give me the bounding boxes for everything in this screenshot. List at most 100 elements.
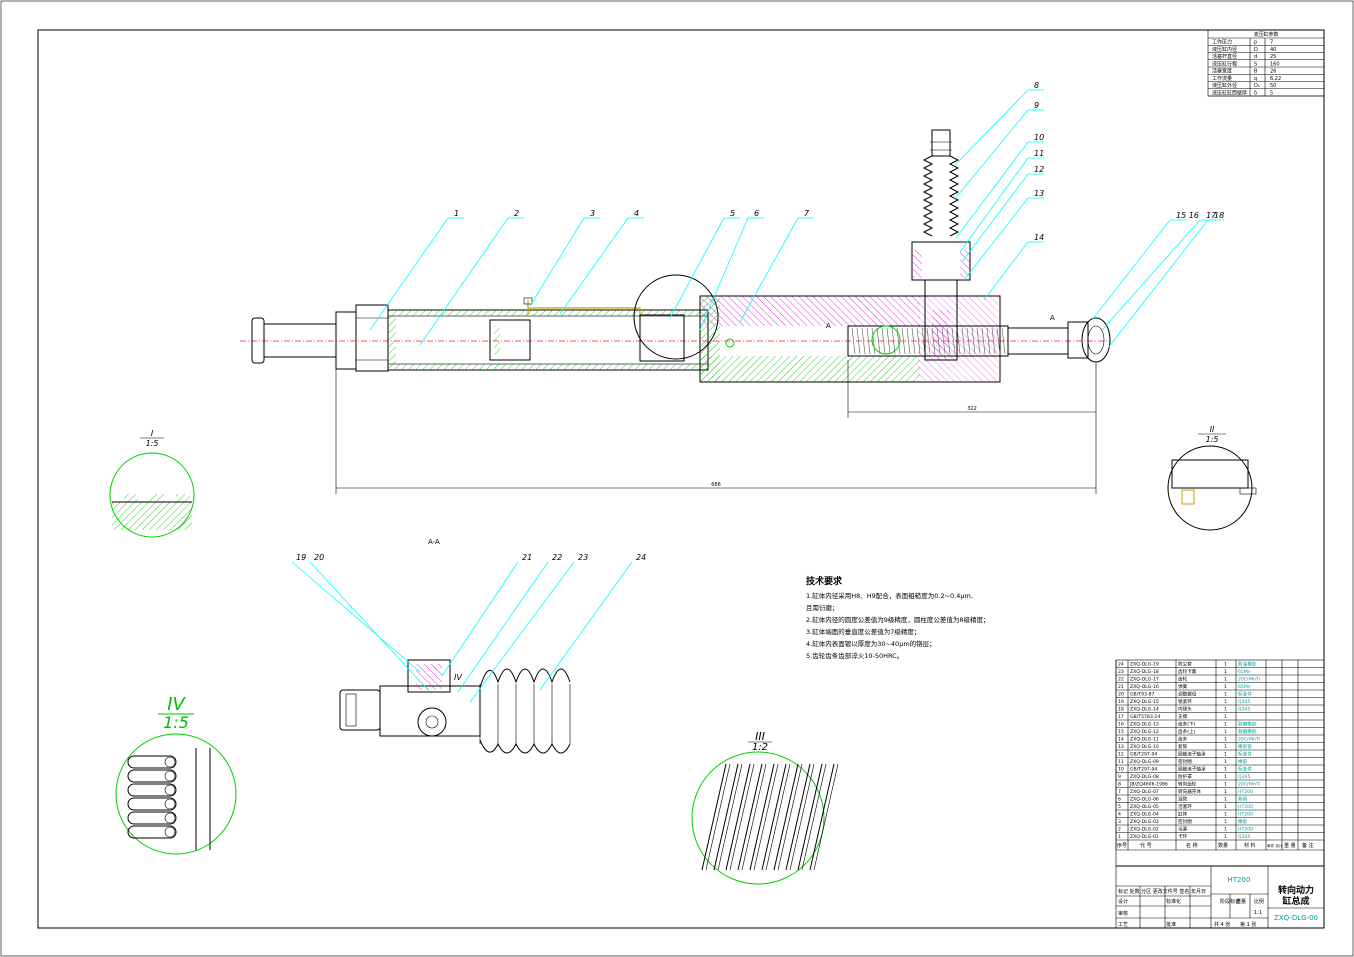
bom-no: 22 — [1118, 677, 1124, 683]
bom-code: ZXQ-DLG-17 — [1130, 677, 1159, 683]
balloon-label: 7 — [804, 209, 810, 218]
bom-name: 防尘套 — [1178, 661, 1192, 668]
bom-code: ZXQ-DLG-07 — [1130, 789, 1159, 795]
bom-code: ZXQ-DLG-01 — [1130, 834, 1159, 840]
title-material: HT200 — [1228, 876, 1251, 884]
bom-qty: 1 — [1224, 714, 1227, 720]
section-balloon-label: 22 — [552, 553, 562, 562]
bom-name: 套筒 — [1178, 743, 1188, 750]
balloon-label: 4 — [634, 209, 639, 218]
balloon-label: 18 — [1214, 211, 1224, 220]
bom-no: 20 — [1118, 692, 1124, 698]
balloon-label: 1 — [454, 209, 459, 218]
bom-header-name: 名 称 — [1186, 842, 1198, 849]
bom-name: 活塞 — [1178, 826, 1188, 833]
bom-header-note: 备 注 — [1302, 842, 1314, 849]
bom-code: GB/T297-94 — [1130, 752, 1157, 758]
bom-code: JB/ZQ4606-1986 — [1129, 782, 1168, 788]
bom-mat: HT200 — [1238, 804, 1253, 810]
bom-no: 18 — [1118, 707, 1124, 713]
bom-no: 1 — [1118, 834, 1121, 840]
bom-mat: 橡胶 — [1238, 758, 1248, 765]
bom-qty: 1 — [1224, 692, 1227, 698]
bom-name: 密封圈 — [1178, 758, 1192, 765]
bom-name: 活塞环 — [1178, 803, 1192, 810]
param-value: 6.22 — [1270, 76, 1281, 82]
tech-requirements: 技术要求 1.缸体内径采用H8、H9配合，表面粗糙度为0.2~0.4μm,且需衍… — [806, 575, 989, 660]
detail-ii-scale: 1:5 — [1206, 435, 1219, 444]
section-a-a: A-A IV — [339, 538, 571, 754]
param-value: 25 — [1270, 54, 1276, 60]
bom-code: ZXQ-DLG-12 — [1130, 729, 1159, 735]
tech-line: 1.缸体内径采用H8、H9配合，表面粗糙度为0.2~0.4μm, — [806, 591, 973, 600]
bom-code: ZXQ-DLG-15 — [1130, 699, 1159, 705]
param-symbol: δ — [1254, 90, 1257, 96]
bom-qty: 1 — [1224, 677, 1227, 683]
bom-qty: 1 — [1224, 722, 1227, 728]
param-symbol: q — [1254, 76, 1257, 82]
bom-mat: 20CrMnTi — [1238, 782, 1260, 788]
bom-no: 9 — [1118, 774, 1121, 780]
bom-header-weight2: 重 量 — [1284, 842, 1296, 849]
bom-code: ZXQ-DLG-16 — [1130, 684, 1159, 690]
param-symbol: p — [1254, 40, 1257, 46]
param-value: 50 — [1270, 83, 1276, 89]
bom-no: 12 — [1118, 752, 1124, 758]
bom-name: 齿轮 — [1178, 676, 1188, 683]
title-sheet-no: 第 1 张 — [1240, 921, 1256, 928]
bom-qty: 1 — [1224, 789, 1227, 795]
title-sheets: 共 4 张 — [1214, 921, 1230, 928]
bom-code: ZXQ-DLG-04 — [1130, 812, 1159, 818]
bom-no: 5 — [1118, 804, 1121, 810]
balloon-label: 3 — [590, 209, 595, 218]
bom-header-weight1: 单件 总计 — [1267, 843, 1283, 848]
bom-code: GB/T93-87 — [1130, 692, 1154, 698]
bom-qty: 1 — [1224, 827, 1227, 833]
bom-qty: 1 — [1224, 737, 1227, 743]
bom-name: 齿条 — [1178, 736, 1188, 743]
title-approve: 批准 — [1166, 921, 1176, 928]
param-name: 工作压力 — [1212, 39, 1232, 46]
bom-code: ZXQ-DLG-02 — [1130, 827, 1159, 833]
balloon-label: 8 — [1034, 81, 1039, 90]
section-marker-a-left: A — [826, 322, 831, 330]
bom-mat: 橡胶管 — [1238, 743, 1252, 750]
bom-no: 17 — [1118, 714, 1124, 720]
bom-name: 齿轮卡簧 — [1178, 668, 1197, 675]
bom-qty: 1 — [1224, 767, 1227, 773]
main-assembly-view: A A — [240, 129, 1111, 383]
title-std: 标准化 — [1166, 898, 1181, 905]
title-drawing-name-1: 转向动力 — [1278, 884, 1314, 896]
bom-header-mat: 材 料 — [1244, 842, 1256, 849]
bom-mat: Q345 — [1238, 707, 1250, 713]
dim-short: 322 — [967, 406, 977, 412]
bom-mat: Q345 — [1238, 834, 1250, 840]
balloon-label: 9 — [1034, 101, 1039, 110]
bom-mat: 紫铜 — [1238, 796, 1248, 803]
bom-qty: 1 — [1224, 729, 1227, 735]
bom-name: 转向器壳体 — [1178, 788, 1201, 795]
bom-qty: 1 — [1224, 812, 1227, 818]
detail-iii-num: III — [755, 730, 765, 743]
balloon-label: 6 — [754, 209, 759, 218]
bom-name: 锁紧环 — [1178, 698, 1192, 705]
bom-qty: 1 — [1224, 744, 1227, 750]
bom-qty: 1 — [1224, 707, 1227, 713]
param-value: 7 — [1270, 40, 1273, 46]
bom-qty: 1 — [1224, 819, 1227, 825]
bom-mat: 耐油橡胶 — [1238, 661, 1257, 668]
bom-no: 10 — [1118, 767, 1124, 773]
detail-ii: II 1:5 — [1167, 425, 1257, 531]
section-balloon-label: 19 — [296, 553, 306, 562]
bom-no: 6 — [1118, 797, 1121, 803]
bom-no: 3 — [1118, 819, 1121, 825]
bom-mat: 65Mn — [1238, 684, 1251, 690]
tech-line: 2.缸体内径的圆度公差值为9级精度，圆柱度公差值为8级精度； — [806, 615, 989, 624]
title-check: 审核 — [1118, 910, 1128, 917]
param-value: 160 — [1270, 61, 1280, 67]
bom-name: 弹簧 — [1178, 683, 1188, 690]
